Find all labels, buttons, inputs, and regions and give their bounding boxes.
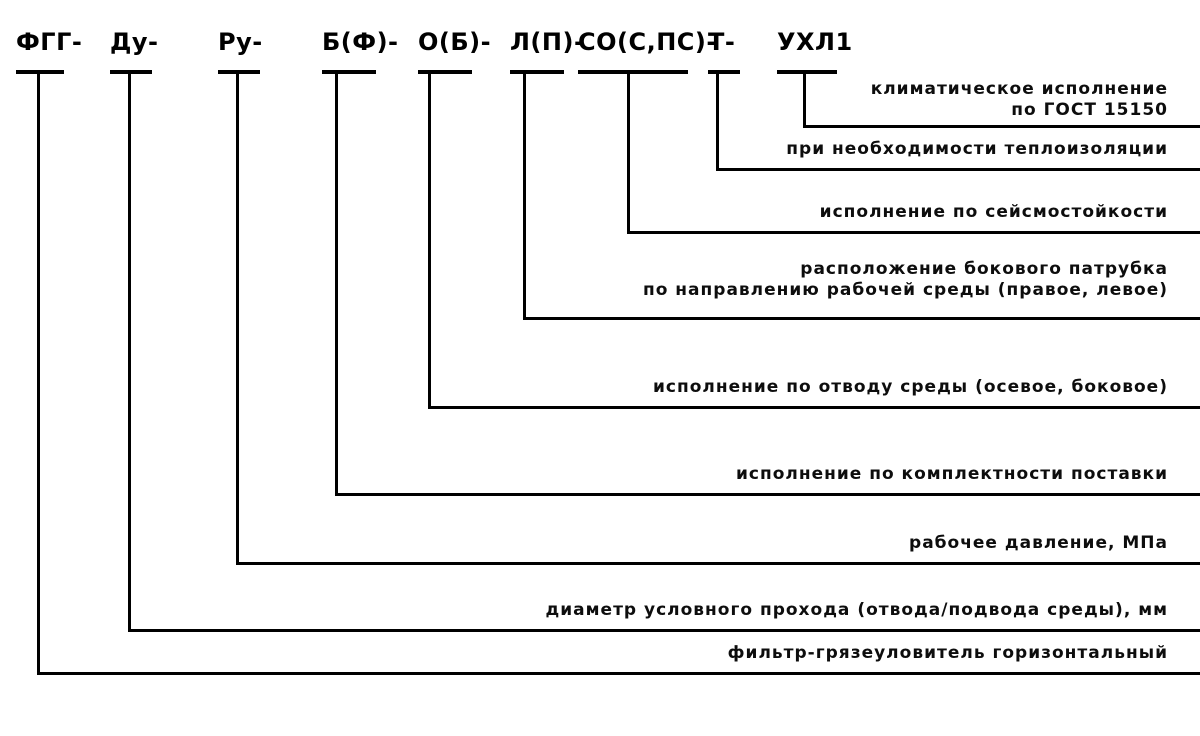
label-t: при необходимости теплоизоляции	[786, 139, 1168, 160]
leader-line-uhl1	[803, 125, 1200, 128]
code-ru: Ру-	[218, 28, 263, 56]
callout-vertical-line-uhl1	[803, 70, 806, 128]
label-line: исполнение по отводу среды (осевое, боко…	[653, 377, 1168, 397]
label-line: диаметр условного прохода (отвода/подвод…	[545, 600, 1168, 620]
callout-vertical-line-l-p	[523, 70, 526, 320]
leader-line-t	[716, 168, 1200, 171]
label-so-s-ps: исполнение по сейсмостойкости	[820, 202, 1168, 223]
code-du-underline	[110, 70, 152, 74]
code-o-b: О(Б)-	[418, 28, 492, 56]
code-l-p-underline	[510, 70, 564, 74]
label-line: исполнение по комплектности поставки	[735, 464, 1168, 484]
callout-vertical-line-fgg	[37, 70, 40, 675]
leader-line-l-p	[523, 317, 1200, 320]
code-o-b-underline	[418, 70, 472, 74]
label-line: исполнение по сейсмостойкости	[819, 202, 1168, 222]
code-b-f-underline	[322, 70, 376, 74]
label-l-p: расположение бокового патрубка по направ…	[643, 259, 1168, 301]
label-line: фильтр-грязеуловитель горизонтальный	[727, 643, 1168, 663]
label-line: по направлению рабочей среды (правое, ле…	[642, 280, 1168, 300]
callout-vertical-line-b-f	[335, 70, 338, 496]
callout-vertical-line-t	[716, 70, 719, 171]
label-b-f: исполнение по комплектности поставки	[736, 464, 1168, 485]
label-fgg: фильтр-грязеуловитель горизонтальный	[728, 643, 1168, 664]
label-line: по ГОСТ 15150	[1011, 100, 1168, 120]
leader-line-so-s-ps	[627, 231, 1200, 234]
code-du: Ду-	[110, 28, 159, 56]
leader-line-b-f	[335, 493, 1200, 496]
code-t: Т-	[708, 28, 736, 56]
label-ru: рабочее давление, МПа	[909, 533, 1168, 554]
code-b-f: Б(Ф)-	[322, 28, 399, 56]
label-line: при необходимости теплоизоляции	[786, 139, 1168, 159]
code-fgg-underline	[16, 70, 64, 74]
callout-vertical-line-du	[128, 70, 131, 632]
label-o-b: исполнение по отводу среды (осевое, боко…	[653, 377, 1168, 398]
callout-vertical-line-o-b	[428, 70, 431, 409]
label-line: климатическое исполнение	[870, 79, 1168, 99]
label-du: диаметр условного прохода (отвода/подвод…	[546, 600, 1168, 621]
code-so-s-ps: СО(С,ПС)-	[578, 28, 717, 56]
leader-line-ru	[236, 562, 1200, 565]
code-uhl1-underline	[777, 70, 837, 74]
label-line: расположение бокового патрубка	[800, 259, 1168, 279]
code-uhl1: УХЛ1	[777, 28, 853, 56]
leader-line-fgg	[37, 672, 1200, 675]
leader-line-o-b	[428, 406, 1200, 409]
callout-vertical-line-ru	[236, 70, 239, 565]
label-line: рабочее давление, МПа	[909, 533, 1168, 553]
code-so-s-ps-underline	[578, 70, 688, 74]
code-l-p: Л(П)-	[510, 28, 585, 56]
code-fgg: ФГГ-	[16, 28, 83, 56]
callout-vertical-line-so-s-ps	[627, 70, 630, 234]
leader-line-du	[128, 629, 1200, 632]
code-t-underline	[708, 70, 740, 74]
label-uhl1: климатическое исполнение по ГОСТ 15150	[871, 79, 1168, 121]
code-ru-underline	[218, 70, 260, 74]
